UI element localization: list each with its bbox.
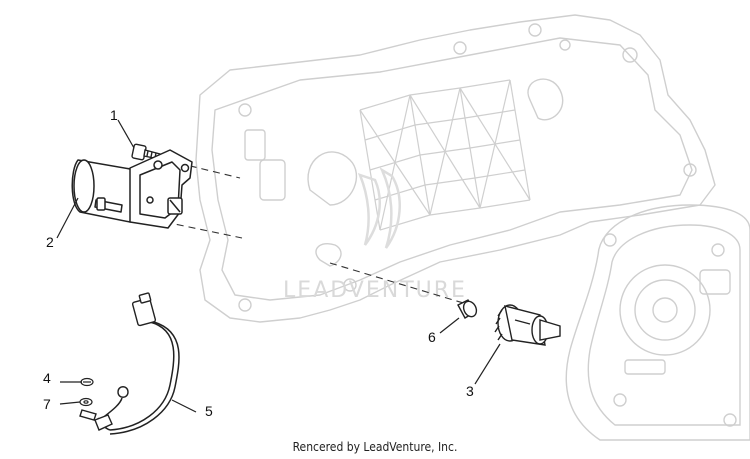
part-4-screw [80,377,94,387]
leader-lines [56,119,501,413]
callout-3: 3 [466,383,474,399]
part-5-connector [79,292,157,431]
callout-6: 6 [428,329,436,345]
crankcase-outline [195,14,716,323]
callout-1: 1 [110,107,118,123]
watermark-text: LEADVENTURE [283,278,467,303]
part-6-bushing [457,299,478,319]
crankcase-lattice [359,79,531,231]
callout-4: 4 [43,370,51,386]
part-3-bendix [494,304,561,346]
part-7-washer [79,397,93,407]
callout-5: 5 [205,403,213,419]
footer-credit: Rencered by LeadVenture, Inc. [292,440,458,454]
callout-7: 7 [43,396,51,412]
callout-2: 2 [46,234,54,250]
part-5-wire [97,321,180,435]
alignment-lines [164,162,471,306]
side-cover-outline [565,204,750,441]
part-2-starter-motor [71,149,193,229]
watermark-logo [357,166,401,249]
